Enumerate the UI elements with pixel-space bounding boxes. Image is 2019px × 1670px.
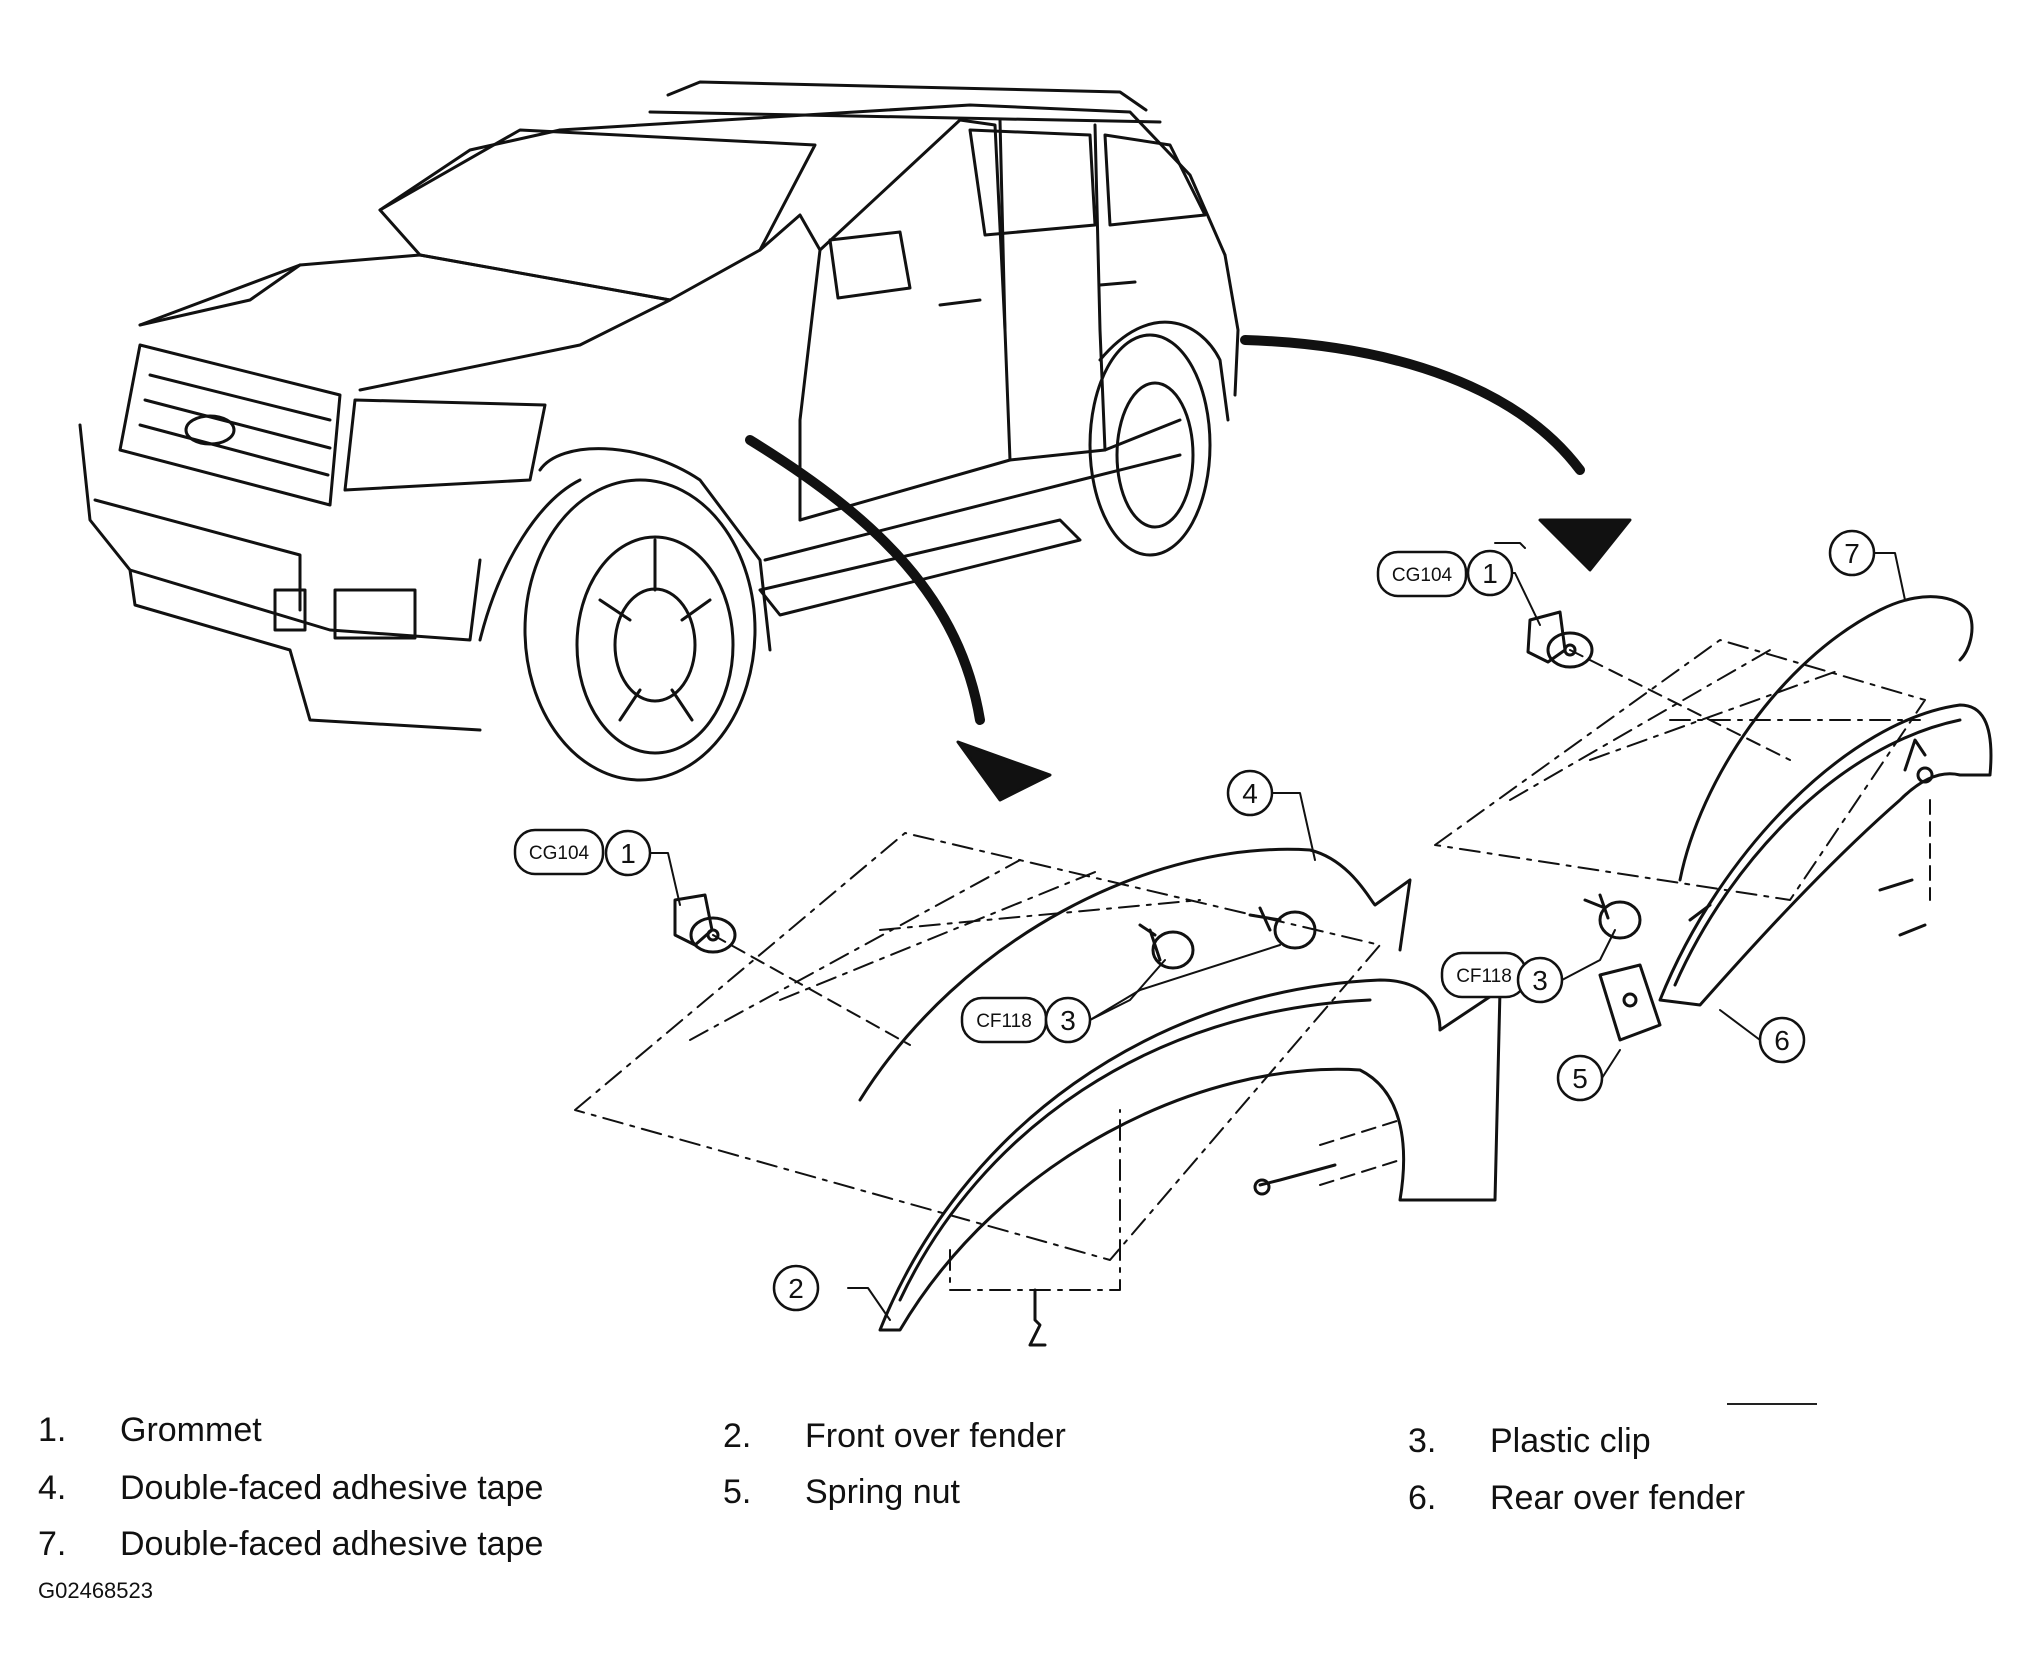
front-fender-arrow [745,435,1052,802]
svg-text:3: 3 [1060,1005,1076,1036]
legend-divider [1727,1403,1817,1405]
callout-grommet-code-rear: CG104 [1376,550,1468,598]
callout-3-front: 3 [1044,996,1092,1044]
svg-text:CF118: CF118 [976,1011,1032,1032]
callout-6: 6 [1758,1016,1806,1064]
exploded-parts-diagram: CG104 1 CG104 1 7 4 CF118 3 CF118 3 5 [78,80,1993,1347]
callout-clip-code-front: CF118 [960,996,1048,1044]
callout-grommet-code-front: CG104 [513,828,605,876]
leader-lines [649,542,1906,1321]
figure-id: G02468523 [38,1578,153,1603]
callout-5: 5 [1556,1054,1604,1102]
svg-text:CG104: CG104 [1392,565,1453,586]
svg-text:7: 7 [1844,538,1860,569]
svg-text:5: 5 [1572,1063,1588,1094]
svg-text:1: 1 [620,838,636,869]
svg-text:CG104: CG104 [529,843,590,864]
rear-fender-arrow [1240,335,1632,572]
front-fender-assembly [574,832,1502,1347]
svg-text:3: 3 [1532,965,1548,996]
svg-text:CF118: CF118 [1456,966,1512,987]
svg-text:1: 1 [1482,558,1498,589]
svg-text:2: 2 [788,1273,804,1304]
suv-illustration [78,80,1240,782]
callout-3-rear: 3 [1516,956,1564,1004]
svg-text:6: 6 [1774,1025,1790,1056]
callout-1-rear: 1 [1466,549,1514,597]
svg-text:4: 4 [1242,778,1258,809]
rear-fender-assembly [1434,595,1993,1042]
callout-2: 2 [772,1264,820,1312]
callout-clip-code-rear: CF118 [1440,951,1528,999]
parts-legend: 1. Grommet 2. Front over fender 3. Plast… [38,1411,1746,1563]
callout-4: 4 [1226,769,1274,817]
callout-7: 7 [1828,529,1876,577]
callout-1-front: 1 [604,829,652,877]
